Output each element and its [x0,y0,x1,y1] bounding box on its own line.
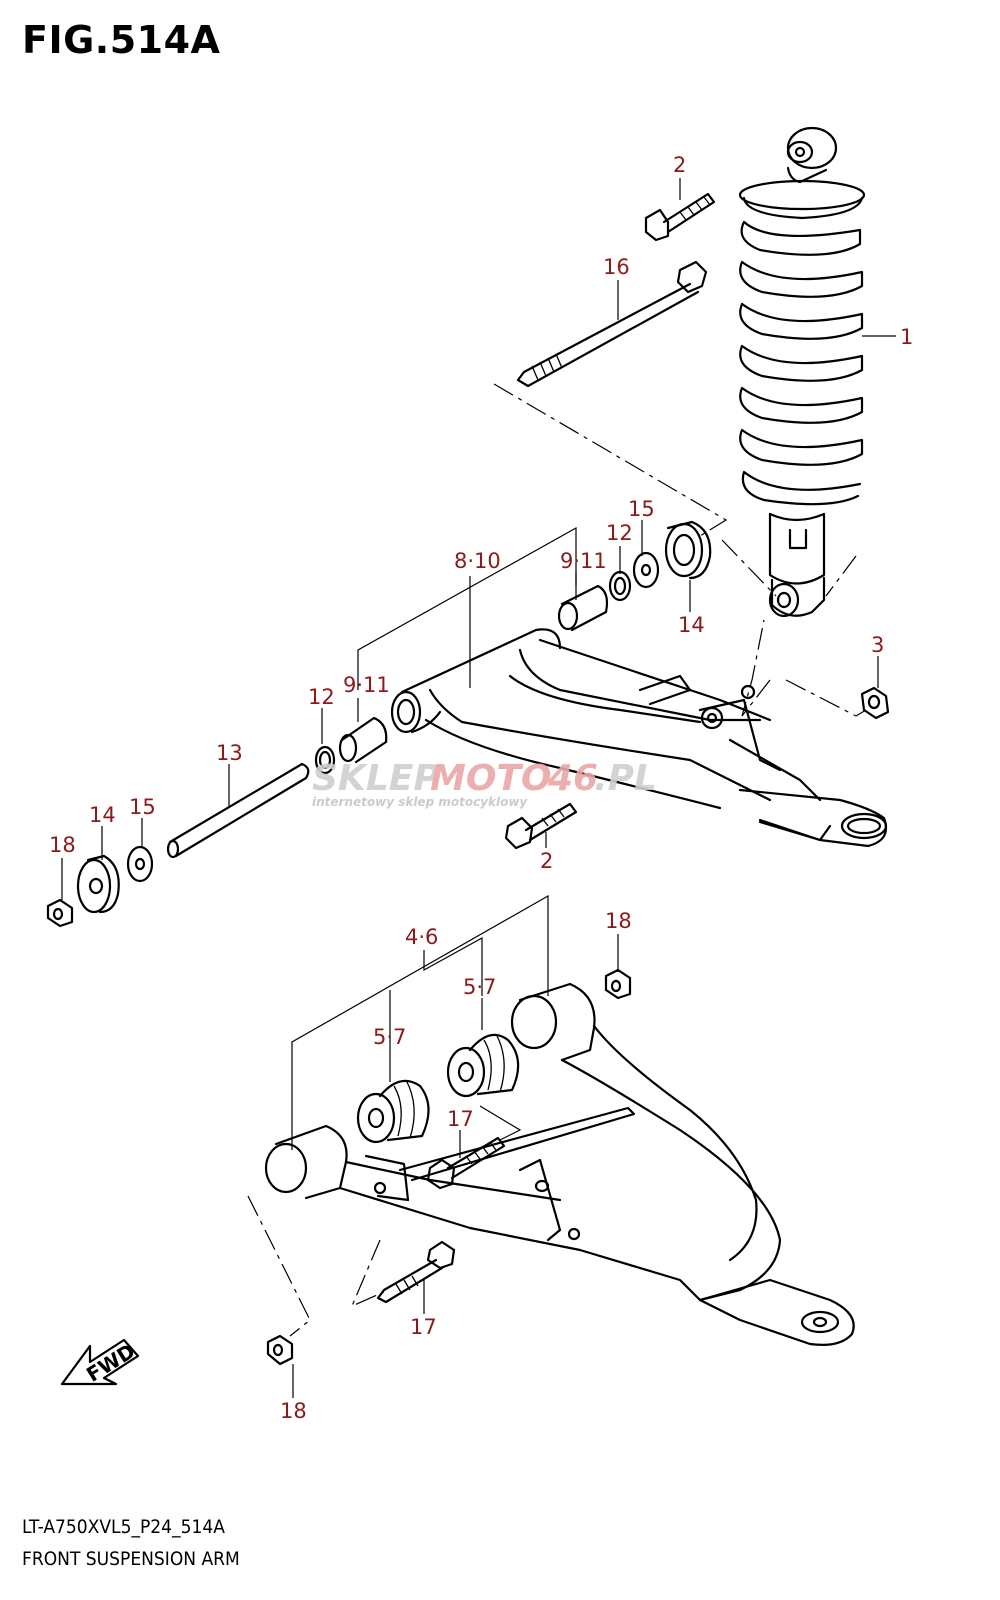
nut-18-left[interactable] [46,898,74,928]
collar-9-11-lower[interactable] [338,716,388,764]
watermark-brand-b: MOTO [430,758,552,799]
upper-suspension-arm[interactable] [390,628,888,848]
nut-18-bottom[interactable] [266,1334,294,1366]
callout-14-upper: 14 [678,613,705,637]
callout-9-11-lower: 9·11 [343,673,390,697]
callout-3: 3 [871,633,884,657]
callout-18-right: 18 [605,909,632,933]
callout-5-7-rear: 5·7 [463,975,496,999]
callout-15-lower: 15 [129,795,156,819]
callout-16: 16 [603,255,630,279]
collar-9-11-upper[interactable] [557,584,609,632]
callout-8-10: 8·10 [454,549,501,573]
long-bolt-16[interactable] [516,260,708,388]
lower-suspension-arm[interactable] [264,982,855,1346]
watermark-brand-c: 46 [547,758,598,799]
figure-title: FIG.514A [22,18,221,62]
callout-17-upper: 17 [447,1107,474,1131]
callout-1: 1 [900,325,913,349]
callout-17-lower: 17 [410,1315,437,1339]
leader-lines [61,178,896,1398]
bushing-14-upper[interactable] [664,520,712,580]
watermark-tagline: internetowy sklep motocyklowy [312,795,528,809]
callout-18-left: 18 [49,833,76,857]
nut-3[interactable] [860,686,890,720]
shaft-13[interactable] [166,762,310,859]
shock-absorber[interactable] [738,126,866,618]
callout-5-7-front: 5·7 [373,1025,406,1049]
callout-13: 13 [216,741,243,765]
watermark-brand-d: .PL [594,758,657,799]
seal-12-upper[interactable] [608,570,632,602]
callout-9-11-upper: 9·11 [560,549,607,573]
callout-2-upper: 2 [673,153,686,177]
bushing-5-7-rear[interactable] [446,1033,520,1098]
washer-15-lower[interactable] [126,845,154,883]
callout-labels: 2 1 16 15 12 9·11 8·10 14 3 9·11 12 13 1… [49,153,913,1423]
washer-15-upper[interactable] [632,551,660,589]
bolt-2-lower[interactable] [504,802,578,850]
callout-14-lower: 14 [89,803,116,827]
callout-2-lower: 2 [540,849,553,873]
bushing-5-7-front[interactable] [356,1079,430,1144]
figure-name: FRONT SUSPENSION ARM [22,1548,240,1570]
seal-12-lower[interactable] [314,745,336,775]
callout-12-upper: 12 [606,521,633,545]
nut-18-right[interactable] [604,968,632,1000]
watermark: SKLEP MOTO 46 .PL internetowy sklep moto… [312,758,657,809]
watermark-brand-a: SKLEP [312,758,440,799]
figure-code: LT-A750XVL5_P24_514A [22,1516,225,1538]
callout-18-bottom: 18 [280,1399,307,1423]
callout-12-lower: 12 [308,685,335,709]
bolt-17-lower[interactable] [376,1240,456,1304]
callout-15-upper: 15 [628,497,655,521]
bushing-14-lower[interactable] [76,854,120,914]
bolt-2-upper[interactable] [644,192,716,242]
alignment-lines [247,383,867,1337]
forward-arrow-icon: FWD [60,1339,139,1387]
callout-4-6: 4·6 [405,925,438,949]
